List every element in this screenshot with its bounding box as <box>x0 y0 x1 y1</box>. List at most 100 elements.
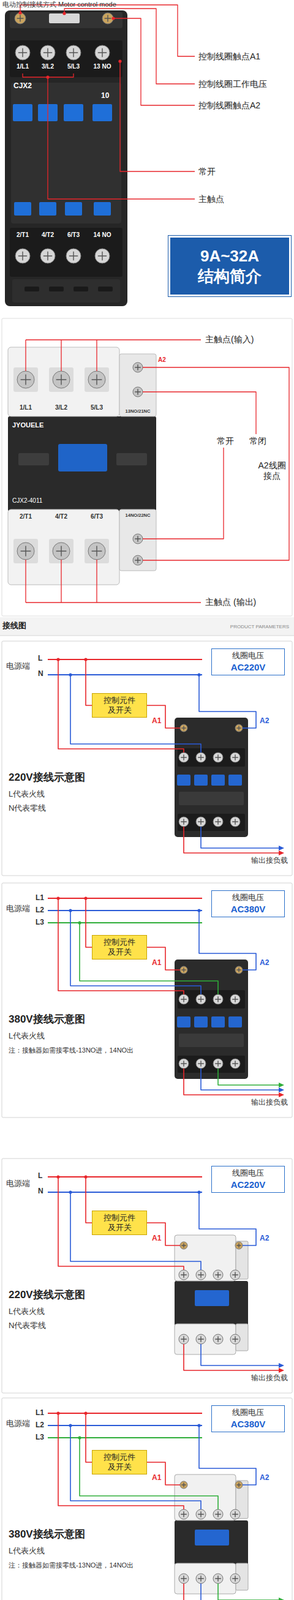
phase-label: N <box>37 670 44 679</box>
output-wire <box>183 826 279 854</box>
leader-line <box>25 339 201 340</box>
terminal-screw <box>178 994 189 1005</box>
coil-terminal-slot <box>181 1482 186 1488</box>
junction-dot <box>83 1175 87 1179</box>
mount-slot <box>73 286 89 292</box>
aux-screw <box>132 534 143 544</box>
terminal-screw-slot <box>214 1511 222 1518</box>
terminal-screw <box>196 1574 206 1584</box>
terminal-screw <box>88 371 106 389</box>
aux-screw <box>132 362 143 373</box>
terminal-screw-slot <box>232 996 239 1003</box>
contactor-photo-2 <box>1 318 293 617</box>
callout-label: A2线圈接点 <box>257 460 287 482</box>
input-wire <box>70 910 201 995</box>
terminal-screw <box>230 752 241 763</box>
coil-terminal-slot <box>236 967 241 973</box>
output-wire <box>218 1583 279 1600</box>
leader-line <box>25 602 201 603</box>
terminal-screw-slot <box>98 251 107 261</box>
node-text: 线圈电压 <box>216 1408 280 1419</box>
terminal-screw <box>213 994 223 1005</box>
coil-wire <box>199 1192 257 1246</box>
junction-dot <box>83 657 87 661</box>
armature-window <box>194 1290 230 1307</box>
coil-terminal-label: A2 <box>259 1474 269 1483</box>
node-text: AC380V <box>216 903 280 916</box>
leader-line <box>64 8 195 84</box>
indicator-window <box>194 1016 208 1028</box>
brand-label: JYOUELE <box>12 421 44 430</box>
power-wire <box>47 659 203 661</box>
terminal-screw <box>15 248 31 264</box>
control-wire <box>147 947 181 971</box>
coil-terminal <box>235 1242 243 1250</box>
mount-slot <box>24 286 40 292</box>
input-wire <box>79 923 219 995</box>
indicator-window <box>12 104 33 122</box>
terminal-screw-slot <box>180 1272 187 1279</box>
callout-label: 主触点 <box>197 194 226 204</box>
output-arrowhead <box>278 1092 285 1098</box>
coil-terminal-label: A2 <box>259 959 269 968</box>
terminal-screw-slot <box>232 1511 239 1518</box>
coil-terminal-slot <box>236 1243 241 1248</box>
legend-note: L代表火线 <box>8 1547 45 1557</box>
node-text: 线圈电压 <box>216 651 280 662</box>
terminal-screw <box>196 994 206 1005</box>
terminal-screw <box>178 1509 189 1520</box>
terminal-screw-slot <box>214 1060 222 1067</box>
terminal-label: 3/L2 <box>41 63 54 71</box>
coil-terminal-label: A2 <box>259 1234 269 1244</box>
diagram-title: 220V接线示意图 <box>8 771 86 784</box>
phase-label: L3 <box>35 918 45 928</box>
terminal-screw <box>178 817 189 827</box>
power-label: 电源端 <box>6 662 31 672</box>
diagram-title: 220V接线示意图 <box>8 1289 86 1302</box>
input-wire <box>58 1177 184 1271</box>
indicator-window <box>64 202 83 216</box>
terminal-screw-slot <box>180 1060 187 1067</box>
leader-line <box>60 339 62 372</box>
terminal-bay <box>9 40 123 78</box>
terminal-label: 2/T1 <box>16 231 29 239</box>
input-wire <box>70 1425 201 1510</box>
aux-screw <box>132 387 143 397</box>
coil-voltage-box: 线圈电压AC380V <box>211 1405 285 1433</box>
bottom-cover <box>7 509 120 585</box>
mount-slot <box>98 286 113 292</box>
note: 注：接触器如需接零线-13NO进，14NO出 <box>8 1561 134 1570</box>
terminal-screw-slot <box>56 374 67 386</box>
leader-line <box>47 77 195 200</box>
control-switch-box: 控制元件 及开关 <box>91 1210 147 1236</box>
terminal-screw <box>230 1059 241 1069</box>
terminal-screw <box>178 752 189 763</box>
terminal-screw-slot <box>91 546 103 557</box>
terminal-screw-slot <box>232 1060 239 1067</box>
output-arrowhead <box>278 1368 285 1374</box>
power-label: 电源端 <box>6 1419 31 1429</box>
aux-screw-slot <box>134 388 141 396</box>
control-wire <box>85 659 92 706</box>
terminal-screw <box>52 371 70 389</box>
node-text: AC380V <box>216 1418 280 1431</box>
power-label: 电源端 <box>6 1179 31 1189</box>
terminal-screw <box>213 1059 223 1069</box>
callout-label: 控制线圈触点A2 <box>197 100 262 111</box>
legend-note: L代表火线 <box>8 790 45 800</box>
terminal-label: 13NO/21NC <box>125 409 151 415</box>
coil-terminal-label: A1 <box>151 959 162 968</box>
front-panel <box>11 82 122 224</box>
control-wire <box>85 1177 92 1224</box>
top-cover <box>174 1474 236 1521</box>
wiring-diagram <box>1 1398 293 1600</box>
terminal-screw-slot <box>214 754 222 761</box>
terminal-screw <box>213 1509 223 1520</box>
coil-voltage-box: 线圈电压AC220V <box>211 1166 285 1194</box>
leader-line <box>25 559 26 603</box>
terminal-screw-slot <box>232 818 239 826</box>
terminal-bay <box>177 1055 245 1074</box>
junction-dot <box>83 1411 87 1415</box>
latch <box>116 453 147 466</box>
